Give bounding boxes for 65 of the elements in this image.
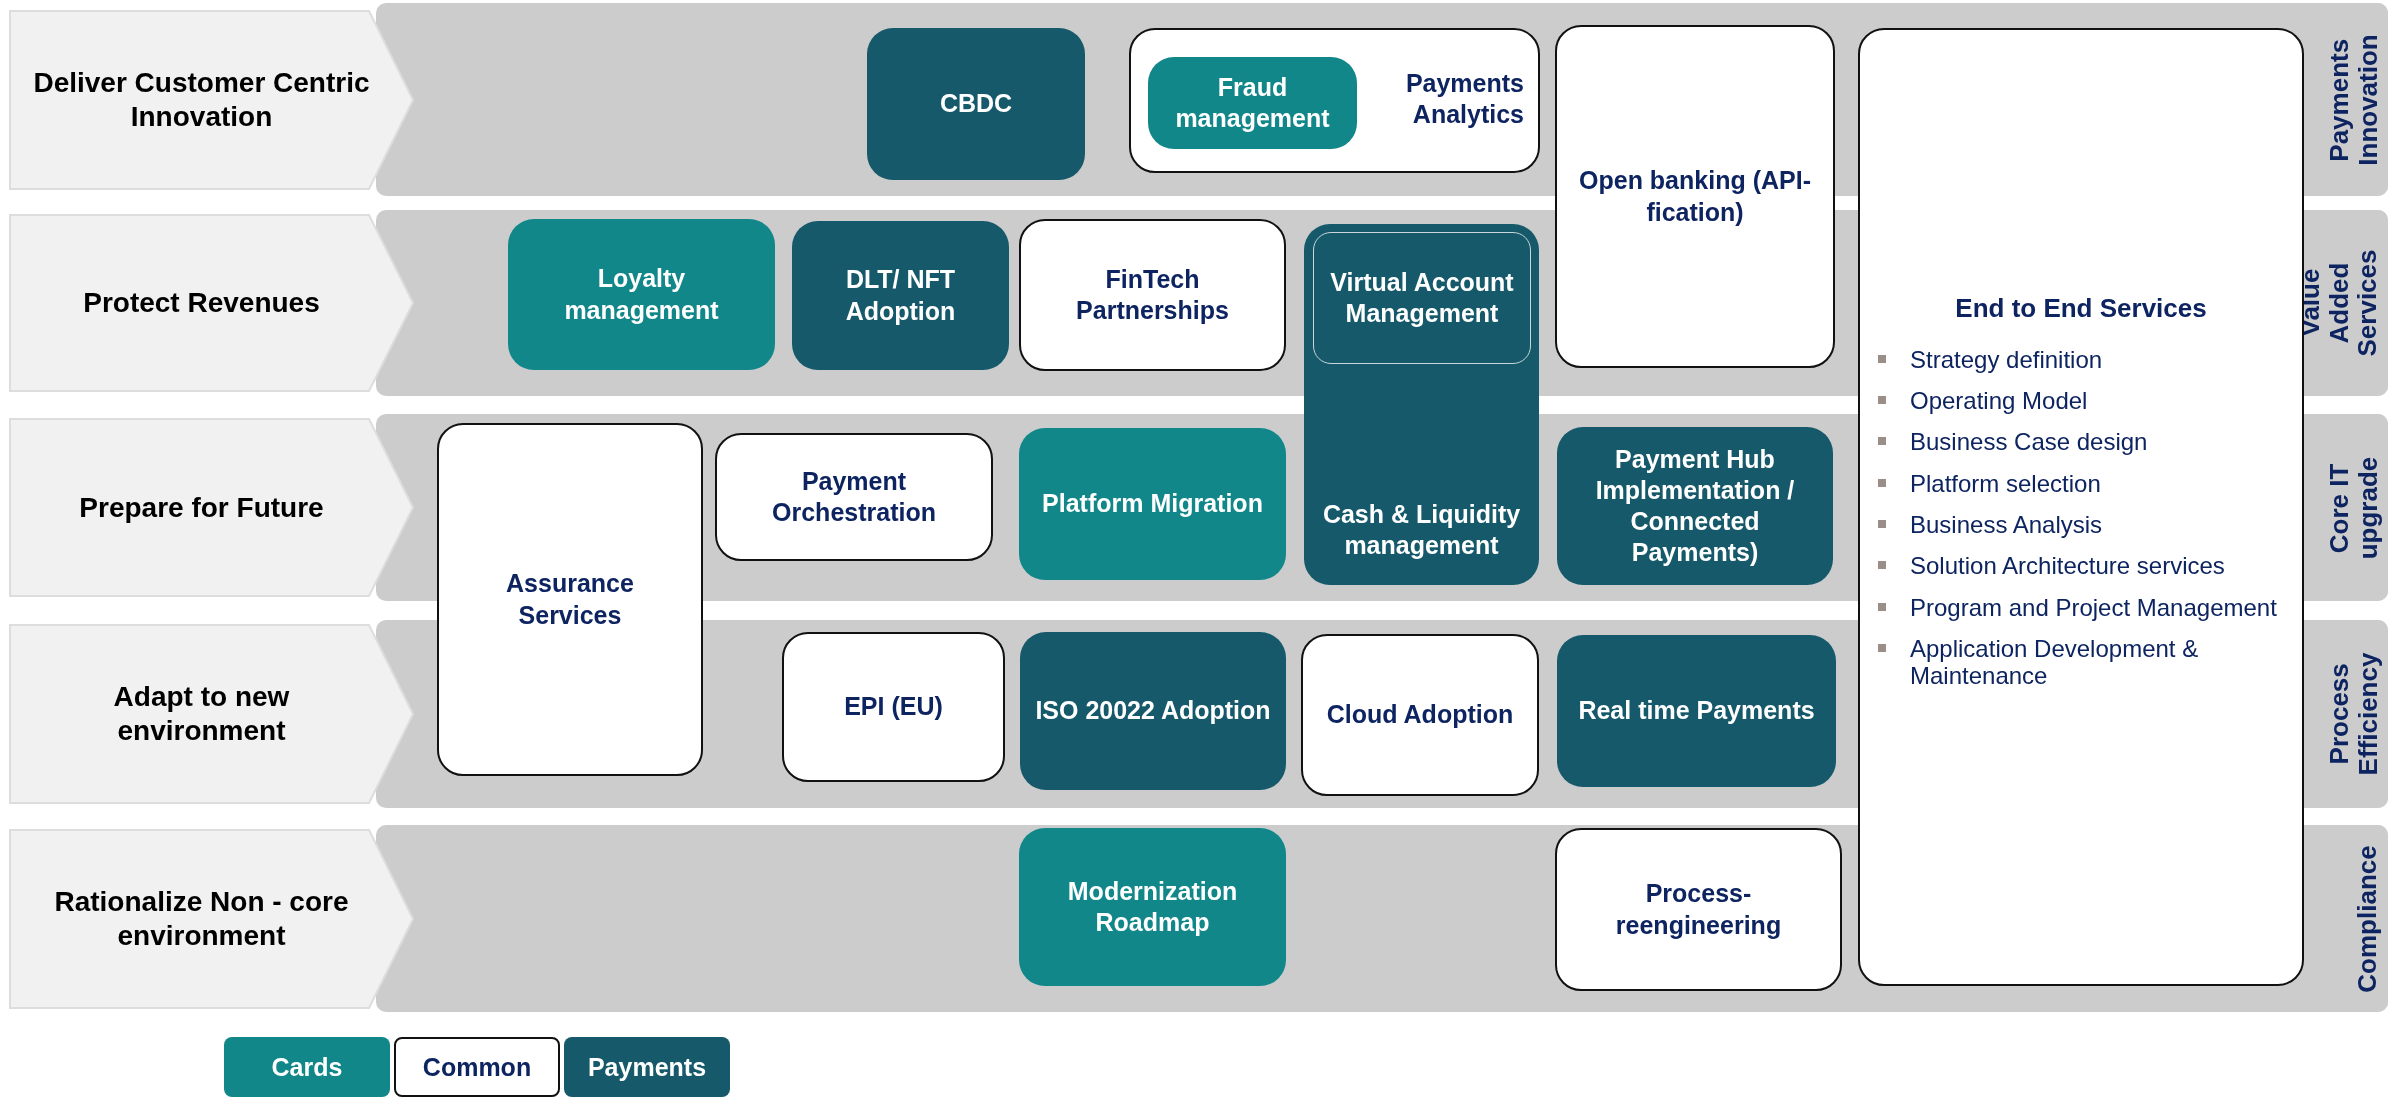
bullet-item: Business Analysis [1874, 512, 2288, 539]
service-card [1858, 28, 2304, 986]
bullet-item: Solution Architecture services [1874, 553, 2288, 580]
goal-label: Adapt to new environment [112, 680, 291, 748]
service-card [1313, 232, 1531, 364]
row-category-label: Process Efficiency [2324, 652, 2382, 776]
service-label: EPI (EU) [844, 691, 943, 723]
service-heading: End to End Services [1954, 292, 2208, 325]
legend-swatch: Payments [564, 1037, 730, 1097]
service-card [1020, 632, 1286, 790]
service-label: Loyalty management [563, 263, 720, 326]
chevron-shape [9, 214, 414, 392]
row-category-label: Core IT upgrade [2324, 456, 2382, 559]
service-card [1557, 635, 1836, 787]
chevron-shape [9, 624, 414, 804]
service-label: Payment Hub Implementation / Connected Payments) [1594, 443, 1796, 569]
service-label: Virtual Account Management [1329, 266, 1515, 329]
chevron-shape [9, 418, 414, 597]
goal-label: Deliver Customer Centric Innovation [32, 66, 371, 134]
service-card [1555, 25, 1835, 368]
goal-label: Rationalize Non - core environment [53, 885, 350, 953]
bullet-item: Strategy definition [1874, 346, 2288, 373]
bullet-item: Application Development & Maintenance [1874, 636, 2288, 689]
service-label: Assurance Services [505, 568, 635, 631]
service-card [1148, 57, 1357, 149]
service-label: Payment Orchestration [771, 465, 937, 528]
service-card [1019, 428, 1286, 580]
service-card [867, 28, 1085, 180]
service-label: Payments Analytics [1404, 68, 1524, 131]
service-label: FinTech Partnerships [1075, 263, 1230, 326]
service-label: Cloud Adoption [1326, 699, 1514, 731]
bullet-item: Platform selection [1874, 470, 2288, 498]
service-label: DLT/ NFT Adoption [844, 264, 957, 327]
row-category-label: Compliance [2353, 844, 2382, 993]
chevron-shape [9, 10, 414, 190]
bullet-item: Business Case design [1874, 429, 2288, 456]
legend-swatch: Common [394, 1037, 560, 1097]
chevron-shape [9, 829, 414, 1009]
service-card [782, 632, 1005, 782]
service-card [1301, 634, 1539, 796]
service-label: Cash & Liquidity management [1321, 498, 1522, 561]
service-label: Platform Migration [1042, 488, 1263, 520]
goal-label: Prepare for Future [78, 490, 325, 525]
goal-label: Protect Revenues [82, 286, 321, 320]
service-card [1557, 427, 1833, 585]
service-card [715, 433, 993, 561]
service-label: Open banking (API-fication) [1578, 165, 1812, 228]
service-card [437, 423, 703, 776]
service-label: ISO 20022 Adoption [1035, 695, 1271, 727]
service-card [792, 221, 1009, 370]
row-category-label: Payments Innovation [2324, 33, 2382, 166]
service-label: Process-reengineering [1614, 878, 1783, 941]
service-card [1555, 828, 1842, 991]
service-label: Modernization Roadmap [1066, 875, 1239, 938]
service-card [1019, 219, 1286, 371]
bullet-item: Program and Project Management [1874, 594, 2288, 622]
service-card [508, 219, 775, 370]
service-label: CBDC [939, 88, 1013, 120]
service-card [1304, 224, 1539, 585]
service-card [1019, 828, 1286, 986]
service-label: Fraud management [1174, 71, 1331, 134]
legend-swatch: Cards [224, 1037, 390, 1097]
bullet-item: Operating Model [1874, 387, 2288, 415]
service-card [1129, 28, 1540, 173]
service-label: Real time Payments [1578, 695, 1815, 727]
